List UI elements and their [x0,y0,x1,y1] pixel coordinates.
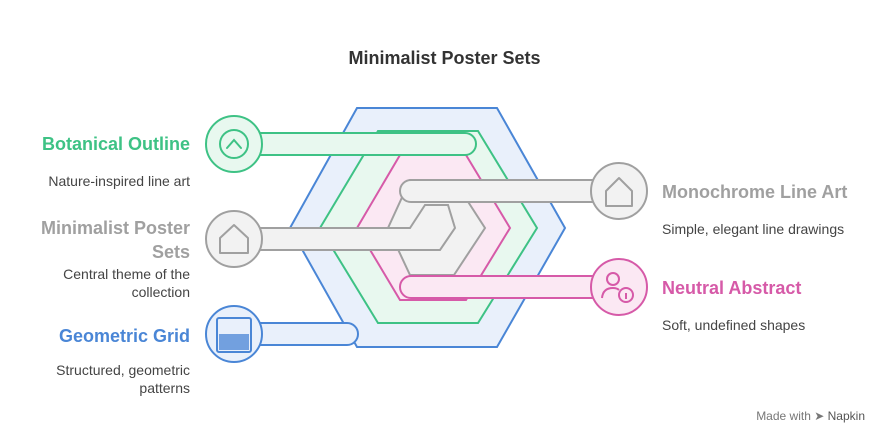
footer-brand: Napkin [827,409,865,423]
central-connector [245,204,457,251]
napkin-logo-icon: ➤ [814,409,825,423]
chevron-up-icon [205,115,263,173]
minimalist-poster-sets-label: Minimalist Poster Sets [40,218,190,262]
monochrome-line-art-description: Simple, elegant line drawings [662,221,845,237]
geometric-grid-description: Structured, geometric patterns [56,362,190,396]
house-icon [205,210,263,268]
neutral-abstract-label: Neutral Abstract [662,278,802,298]
house-icon [590,162,648,220]
geometric-grid-label: Geometric Grid [58,326,190,346]
made-with-footer[interactable]: Made with ➤ Napkin [756,409,865,423]
neutral-abstract-description: Soft, undefined shapes [662,317,806,333]
diagram-title: Minimalist Poster Sets [348,48,541,68]
botanical-outline-label: Botanical Outline [41,134,190,154]
minimalist-poster-sets-description: Central theme of the collection [63,266,190,300]
user-info-icon [590,258,648,316]
botanical-outline-description: Nature-inspired line art [48,173,190,189]
footer-prefix: Made with [756,409,811,423]
botanical-connector [245,132,477,156]
grid-pattern-icon [205,305,263,363]
monochrome-line-art-label: Monochrome Line Art [662,182,848,202]
